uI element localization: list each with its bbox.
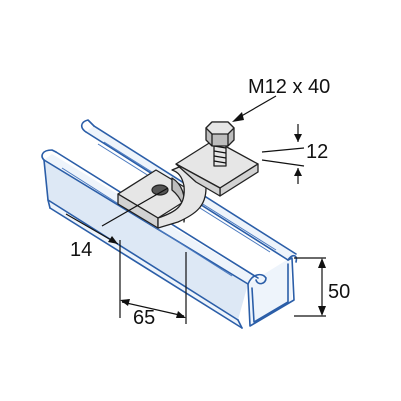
height-dimension: 50: [294, 257, 350, 317]
bolt-callout: M12 x 40: [232, 76, 330, 122]
hole-offset-dimension: 14: [65, 187, 169, 261]
length-dimension: 65: [119, 240, 187, 329]
z-bracket: [117, 139, 259, 229]
thickness-dimension: 12: [261, 124, 328, 184]
thickness-label: 12: [306, 141, 328, 163]
height-label: 50: [328, 281, 350, 303]
length-label: 65: [133, 307, 155, 329]
hole-offset-label: 14: [70, 239, 92, 261]
bolt-spec-label: M12 x 40: [248, 76, 330, 98]
bolt: [205, 121, 235, 167]
